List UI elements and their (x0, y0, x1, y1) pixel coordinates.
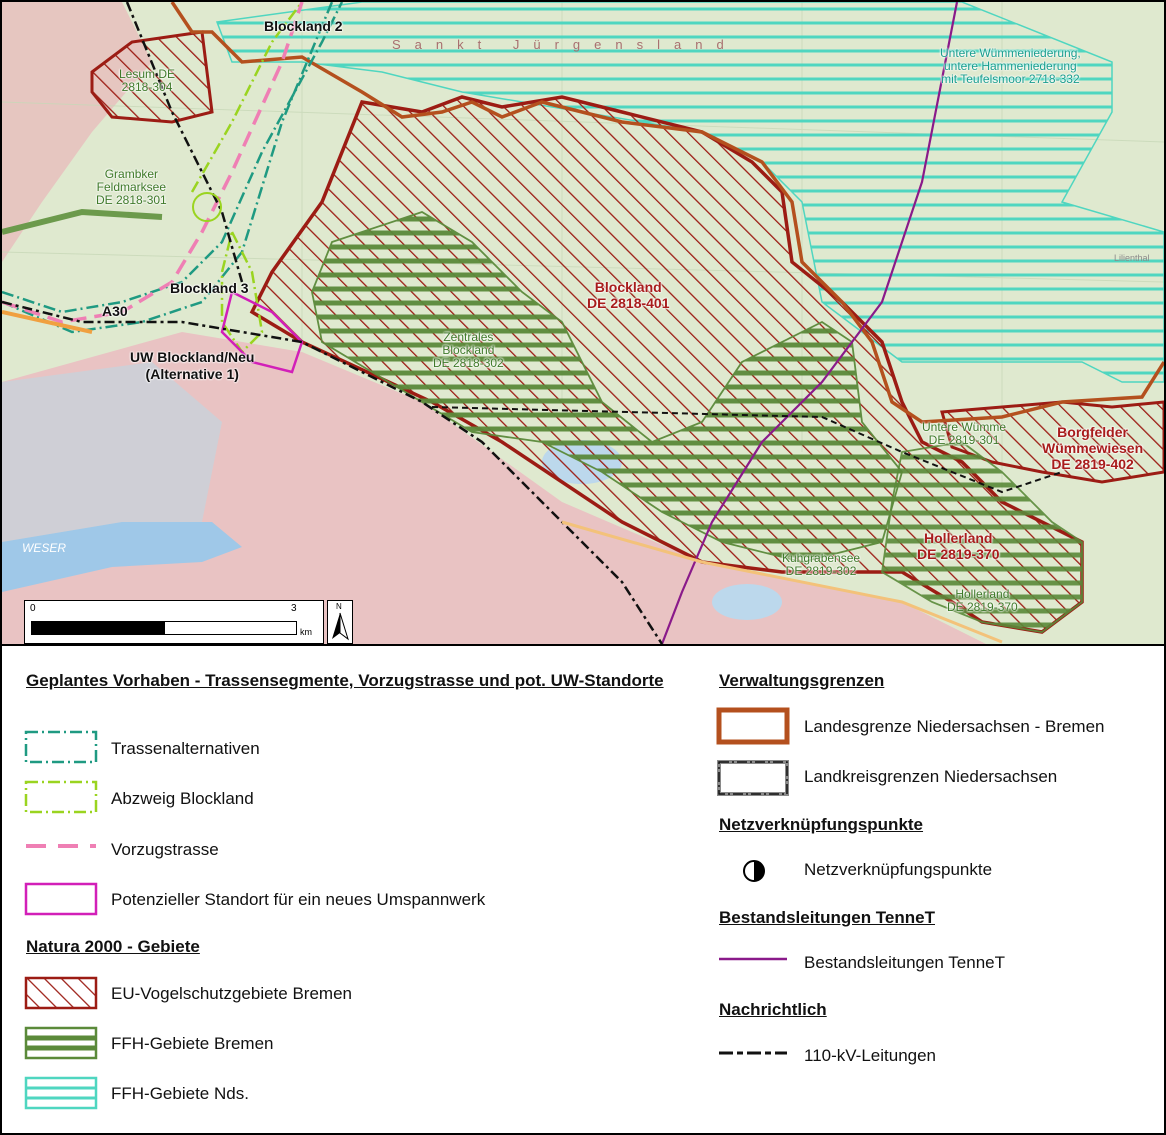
label-blockland-spa: Blockland DE 2818-401 (587, 279, 670, 311)
label-grambker: Grambker Feldmarksee DE 2818-301 (96, 167, 167, 207)
north-arrow: N (327, 600, 353, 644)
legend-umspannwerk: Potenzieller Standort für ein neues Umsp… (111, 890, 486, 909)
label-zentrales-blockland: Zentrales Blockland DE 2818-302 (433, 330, 504, 370)
kv110-line-2 (2, 300, 664, 644)
trassenalternativen-symbol (24, 730, 98, 764)
label-lilienthal: Lilienthal (1114, 253, 1150, 263)
legend-tennet: Bestandsleitungen TenneT (804, 953, 1006, 972)
road (561, 520, 1003, 644)
ffh-nds-wuemmeniederung (215, 2, 1164, 383)
legend-abzweig: Abzweig Blockland (111, 789, 254, 808)
legend-vorzugstrasse: Vorzugstrasse (111, 840, 219, 859)
legend-section-tennet-title: Bestandsleitungen TenneT (719, 908, 935, 927)
ffh-nds-symbol (24, 1076, 98, 1110)
north-label: N (336, 602, 342, 611)
legend: Geplantes Vorhaben - Trassensegmente, Vo… (2, 646, 1164, 1133)
kv110-symbol (719, 1051, 787, 1055)
weser-river (2, 522, 242, 592)
vorzugstrasse-symbol (26, 844, 96, 848)
legend-landesgrenze: Landesgrenze Niedersachsen - Bremen (804, 717, 1105, 736)
legend-trassenalternativen: Trassenalternativen (111, 739, 260, 758)
label-blockland2: Blockland 2 (264, 18, 343, 34)
label-hollerland-ffh: Hollerland DE 2819-370 (947, 587, 1018, 614)
north-arrow-icon (332, 612, 349, 641)
legend-section-vorhaben-title: Geplantes Vorhaben - Trassensegmente, Vo… (26, 671, 664, 690)
port-area (2, 362, 222, 562)
scale-segment-black (31, 621, 165, 635)
trasse-alternative-1 (2, 2, 344, 314)
legend-section-nvp-title: Netzverknüpfungspunkte (719, 815, 924, 834)
a30-road (2, 310, 93, 334)
legend-ffh-nds: FFH-Gebiete Nds. (111, 1084, 249, 1103)
label-a30: A30 (102, 303, 128, 319)
grambker-circle (192, 192, 222, 222)
urban-area (2, 332, 986, 644)
legend-section-verwaltung-title: Verwaltungsgrenzen (719, 671, 885, 690)
scale-bar: 0 3 km (24, 600, 324, 644)
label-hollerland-spa: Hollerland DE 2819-370 (917, 530, 1000, 562)
legend-kv110: 110-kV-Leitungen (804, 1046, 937, 1065)
label-borgfelder: Borgfelder Wümmewiesen DE 2819-402 (1042, 424, 1144, 472)
half-circle-icon (743, 860, 765, 882)
umspannwerk-symbol (24, 882, 98, 916)
label-lesum: Lesum DE 2818-304 (119, 67, 176, 94)
label-uw-blockland: UW Blockland/Neu (Alternative 1) (130, 349, 255, 382)
map-canvas (2, 2, 1164, 644)
tennet-symbol (719, 957, 787, 961)
spa-lesum (90, 30, 214, 124)
legend-ffh-bremen: FFH-Gebiete Bremen (111, 1034, 274, 1053)
landesgrenze-line (170, 2, 1164, 424)
label-untere-wuemmeniederung: Untere Wümmeniederung, untere Hammeniede… (940, 46, 1081, 86)
scale-unit: km (300, 627, 312, 637)
trasse-alternative-2 (2, 2, 334, 334)
tennet-line (660, 2, 959, 644)
legend-landkreis: Landkreisgrenzen Niedersachsen (804, 767, 1058, 786)
scale-segment-white (164, 621, 297, 635)
map-panel: Sankt Jürgensland Blockland 2 Blockland … (2, 2, 1164, 646)
legend-section-natura-title: Natura 2000 - Gebiete (26, 937, 200, 956)
region-label: Sankt Jürgensland (392, 37, 738, 52)
label-kuhgrabensee: Kuhgrabensee DE 2819-302 (782, 551, 861, 578)
kv110-line-1 (125, 2, 244, 283)
label-weser: WESER (22, 541, 67, 555)
ffh-hollerland (881, 441, 1083, 633)
abzweig-symbol (24, 780, 98, 814)
ffh-zentrales-blockland (311, 211, 903, 563)
scale-zero: 0 (30, 603, 36, 614)
landesgrenze-symbol (716, 707, 790, 745)
legend-section-nachrichtlich-title: Nachrichtlich (719, 1000, 827, 1019)
scale-max: 3 (291, 603, 297, 614)
vogelschutz-symbol (24, 976, 98, 1010)
uw-standort-polygon (220, 290, 304, 374)
lake-kuhgraben (712, 584, 782, 620)
kv110-line-3 (431, 406, 1063, 494)
legend-vogelschutz: EU-Vogelschutzgebiete Bremen (111, 984, 352, 1003)
green-corridor (2, 208, 163, 235)
legend-nvp: Netzverknüpfungspunkte (804, 860, 993, 879)
ffh-bremen-symbol (24, 1026, 98, 1060)
label-blockland3: Blockland 3 (170, 280, 249, 296)
landkreis-symbol (717, 760, 789, 796)
label-untere-wuemme: Untere Wümme DE 2819-301 (922, 420, 1007, 447)
